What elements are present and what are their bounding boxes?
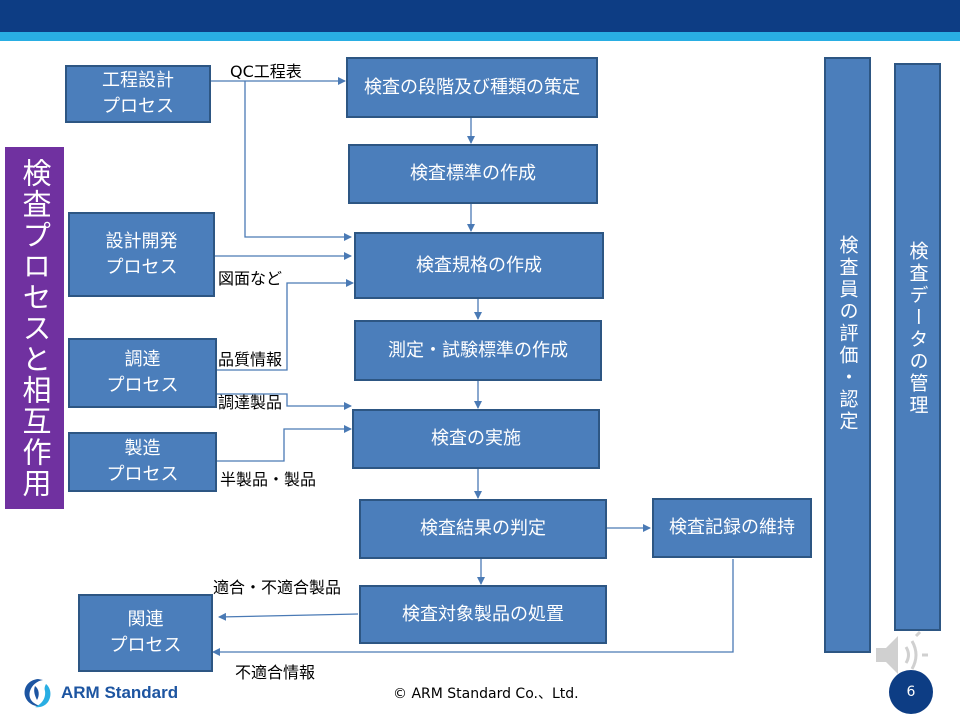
- arrow-tekigou: [218, 612, 359, 621]
- label-tekigou-seihin: 適合・不適合製品: [213, 578, 342, 597]
- copyright: © ARM Standard Co.、Ltd.: [393, 686, 579, 702]
- step-kensa-hyoujun: 検査標準の作成: [348, 144, 598, 204]
- arrow-seizou: [217, 425, 352, 462]
- logo-text: ARM Standard: [61, 683, 179, 702]
- label-futekigou-jouhou: 不適合情報: [235, 663, 316, 682]
- step-kensa-jisshi: 検査の実施: [352, 409, 600, 469]
- arrow-choutatsu: [217, 393, 352, 410]
- step-kensa-dankai: 検査の段階及び種類の策定: [346, 57, 598, 118]
- company-logo: ARM Standard: [20, 676, 178, 710]
- step-seihin-shochi: 検査対象製品の処置: [359, 585, 607, 644]
- arrow-futekigou: [212, 559, 734, 656]
- process-kanren: 関連 プロセス: [78, 594, 213, 672]
- label-hinshitsu-jouhou: 品質情報: [218, 350, 283, 369]
- arrow-qc-kikaku: [244, 81, 352, 241]
- vertical-hyouka-nintei: 検査員の評価・認定: [824, 57, 871, 653]
- page-number: 6: [889, 670, 933, 714]
- arrow-hinshitsu: [217, 279, 354, 371]
- header-stripe: [0, 32, 960, 41]
- step-kiroku-iji: 検査記録の維持: [652, 498, 812, 558]
- process-sekkei-kaihatsu: 設計開発 プロセス: [68, 212, 215, 297]
- vertical-data-kanri: 検査データの管理: [894, 63, 941, 631]
- process-seizou: 製造 プロセス: [68, 432, 217, 492]
- header-bar: [0, 0, 960, 32]
- logo-swirl-icon: [24, 679, 51, 708]
- label-choutatsu-seihin: 調達製品: [218, 393, 283, 412]
- label-zumen: 図面など: [218, 269, 283, 288]
- speaker-icon[interactable]: [872, 630, 932, 680]
- label-qc-kouteihyou: QC工程表: [230, 62, 302, 81]
- process-koutei-sekkei: 工程設計 プロセス: [65, 65, 211, 123]
- step-sokutei-shiken: 測定・試験標準の作成: [354, 320, 602, 381]
- step-kensa-kikaku: 検査規格の作成: [354, 232, 604, 299]
- step-kekka-hantei: 検査結果の判定: [359, 499, 607, 559]
- process-choutatsu: 調達 プロセス: [68, 338, 217, 408]
- side-title: 検査プロセスと相互作用: [5, 147, 64, 509]
- label-hanseihin: 半製品・製品: [220, 470, 317, 489]
